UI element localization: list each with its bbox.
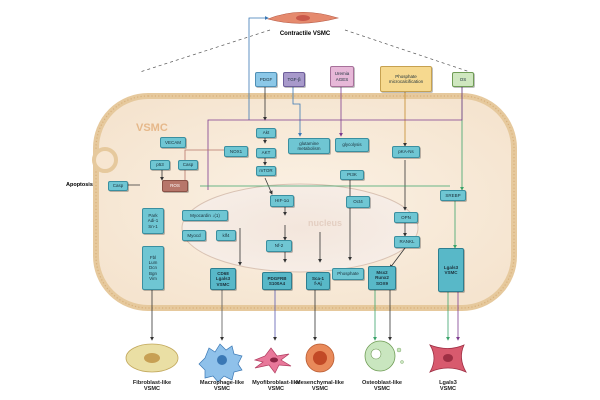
- node-hif: HIF-1α: [270, 195, 294, 207]
- node-mtor: mTOR: [256, 166, 276, 176]
- output-cells: [125, 340, 467, 383]
- node-cd68: CD68 Lgals3 VSMC: [210, 268, 236, 290]
- node-msx2: Msx2 Runx2 SOX9: [368, 266, 396, 290]
- node-myocd2: Myocd: [182, 230, 206, 241]
- node-pdgfrb: PDGFRB S100A4: [262, 272, 292, 290]
- node-runx-tr: Park Adi-1 Sn-1: [142, 208, 164, 234]
- cell-label: VSMC: [136, 122, 168, 134]
- node-akt1: Akt: [256, 128, 276, 138]
- node-rankl: RANKL: [394, 236, 420, 248]
- node-nfk: Nf-2: [266, 240, 292, 252]
- node-glutamine: glutamine metabolism: [288, 138, 330, 154]
- node-glycolysis: glycolysis: [335, 138, 369, 152]
- dashed-line-left: [139, 29, 271, 73]
- lgals3-cell: [429, 344, 467, 373]
- node-casp: Casp: [178, 160, 198, 170]
- node-myocd: Myocardin ↓(1): [182, 210, 228, 221]
- node-sca1: Sca-1 f-Aj: [306, 272, 330, 290]
- stimulus-uremia: Uremia AGES: [330, 66, 354, 87]
- node-opn: OPN: [394, 212, 418, 223]
- membrane-bleb: [92, 147, 118, 173]
- output-label-myofibroblast: Myofibroblast-like VSMC: [252, 380, 300, 393]
- macrophage-like-cell: [198, 343, 243, 383]
- node-ros: ROS: [162, 180, 188, 192]
- node-klf5: klf4: [216, 230, 236, 241]
- nucleus-label: nucleus: [307, 218, 342, 228]
- stimulus-os: OS: [452, 72, 474, 87]
- contractile-vsmc-cell: [267, 11, 340, 24]
- contractile-vsmc-label: Contractile VSMC: [279, 31, 331, 37]
- dashed-line-right: [344, 29, 471, 73]
- node-nox1: NOX1: [224, 146, 248, 157]
- output-label-macrophage: Macrophage-like VSMC: [199, 380, 245, 393]
- node-pi3k: PI3K: [340, 170, 364, 180]
- mesenchymal-like-cell: [305, 343, 335, 373]
- node-oct4: Oct4: [346, 196, 370, 208]
- output-label-osteoblast: Osteoblast-like VSMC: [361, 380, 403, 393]
- output-label-lgals3: Lgals3 VSMC: [439, 380, 457, 393]
- apoptosis-label: Apoptosis: [66, 182, 93, 188]
- membrane-dots: [95, 95, 515, 309]
- node-lgals3-vsmc: Lgals3 VSMC: [438, 248, 464, 292]
- node-markers-f: Fbl Lum Dcn Bgn Vim: [142, 246, 164, 290]
- node-phosphate: Phosphate: [332, 268, 364, 280]
- node-pka: pKA-Ns: [392, 146, 420, 158]
- fibroblast-like-cell: [125, 343, 179, 373]
- node-p53: p53: [150, 160, 170, 170]
- node-apoptosis-casp: Casp: [108, 181, 128, 191]
- output-label-fibroblast: Fibroblast-like VSMC: [132, 380, 172, 393]
- node-srebp: SREBP: [440, 190, 466, 201]
- osteoblast-like-cell: [364, 340, 404, 372]
- myofibroblast-like-cell: [253, 347, 292, 374]
- stimulus-phosphate: Phosphate microcalcification: [380, 66, 432, 92]
- nucleus: [181, 183, 419, 273]
- output-label-mesenchymal: Mesenchymal-like VSMC: [296, 380, 344, 393]
- node-vecam: VECAM: [160, 137, 186, 148]
- stimulus-pdgf: PDGF: [255, 72, 277, 87]
- stimulus-tgf: TGF-β: [283, 72, 305, 87]
- node-akt2: AKT: [256, 148, 276, 158]
